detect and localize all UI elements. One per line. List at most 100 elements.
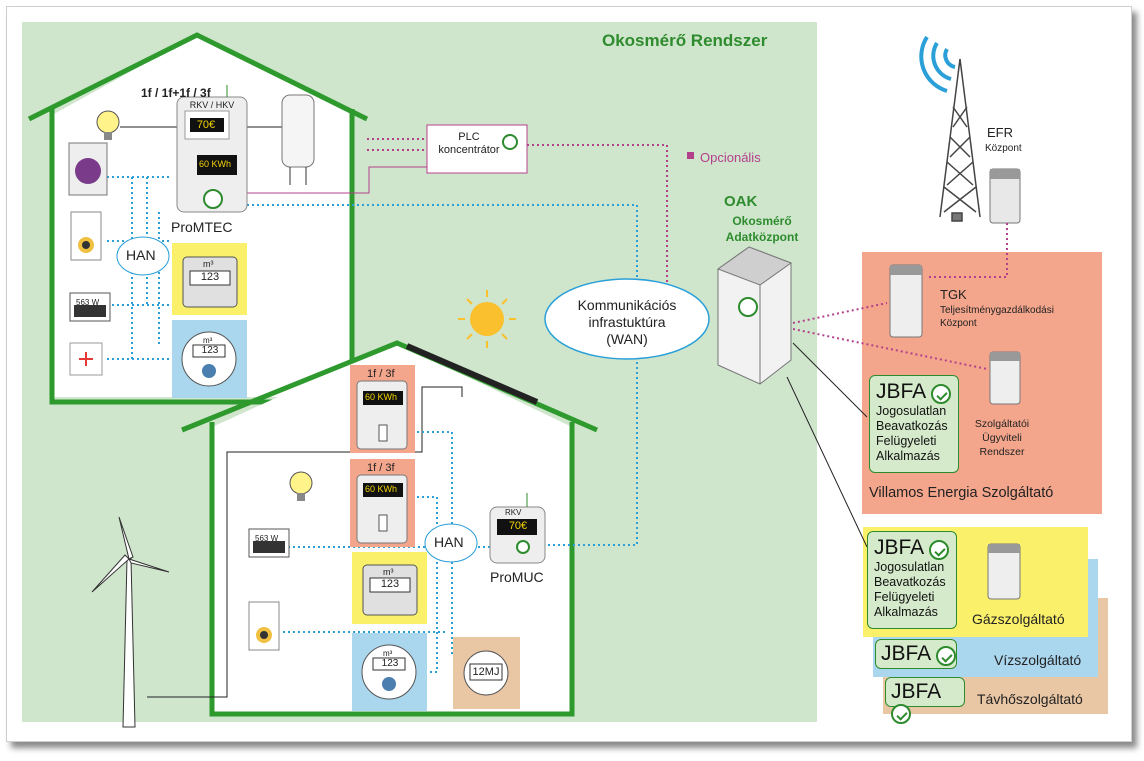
house1-meter-head: RKV / HKV	[189, 100, 235, 110]
jbfa-heat-box: JBFA	[885, 677, 965, 724]
jbfa-electric-line1: Jogosulatlan	[876, 404, 947, 418]
gas-provider-label: Gázszolgáltató	[972, 611, 1065, 627]
meter2-panel	[350, 459, 415, 547]
concentrator-logo-icon	[502, 134, 518, 150]
house2-power-display: 563 W	[255, 534, 279, 543]
oak-title: OAK	[724, 193, 758, 210]
light-bulb-icon	[96, 110, 120, 140]
house1-gas-value: 123	[200, 271, 220, 283]
house1-display2: 60 KWh	[199, 159, 232, 169]
water-meter2-icon	[352, 633, 427, 711]
house1-roof	[27, 32, 369, 122]
jbfa-gas-line1: Jogosulatlan	[874, 560, 945, 574]
radio-tower-icon	[939, 58, 981, 222]
promuc-label: ProMUC	[490, 569, 544, 585]
optional-links	[367, 138, 1008, 370]
efr-title: EFR	[987, 125, 1013, 140]
efr-server-icon	[989, 168, 1021, 224]
jbfa-heat-logo-icon	[891, 704, 911, 724]
house2-walls	[209, 422, 575, 717]
jbfa-gas-logo-icon	[928, 539, 949, 560]
promtec-label: ProMTEC	[171, 219, 233, 235]
meter2-display: 60 KWh	[365, 484, 398, 494]
tgk-server-icon	[889, 264, 923, 338]
house2-gas-unit: m³	[383, 567, 394, 577]
house1-power-display: 563 W	[76, 298, 100, 307]
socket2-icon	[248, 601, 280, 651]
wired-links	[120, 126, 868, 698]
gas-server-icon	[987, 543, 1021, 600]
heat-meter-value: 12MJ	[472, 666, 500, 678]
house1-water-value: 123	[201, 345, 219, 356]
jbfa-electric-title: JBFA	[876, 380, 927, 403]
meter1-type: 1f / 3f	[367, 368, 395, 380]
jbfa-gas-line3: Felügyeleti	[874, 590, 935, 604]
light-bulb2-icon	[289, 471, 313, 501]
wind-turbine-icon	[91, 516, 170, 728]
house1-meter-type: 1f / 1f+1f / 3f	[141, 86, 211, 100]
house2-han-label: HAN	[434, 534, 464, 550]
jbfa-heat-title: JBFA	[891, 680, 942, 703]
house1-walls	[49, 109, 355, 405]
system-title: Okosmérő Rendszer	[602, 31, 768, 50]
electric-provider-label: Villamos Energia Szolgáltató	[869, 485, 1054, 501]
house1-water-unit: m³	[203, 336, 213, 345]
gas-meter2-icon	[352, 552, 427, 624]
diagram-canvas	[22, 22, 1108, 728]
meter1-panel	[350, 365, 415, 453]
jbfa-water-box: JBFA	[875, 639, 957, 669]
optional-legend-swatch	[687, 152, 694, 159]
washing-machine-icon	[68, 142, 108, 196]
radio-wave-icon	[919, 35, 956, 93]
house1-gas-unit: m³	[203, 259, 214, 269]
jbfa-gas-line2: Beavatkozás	[874, 575, 946, 589]
power-display-icon	[69, 292, 111, 322]
szolg-server-icon	[989, 351, 1021, 405]
heat-provider-label: Távhőszolgáltató	[977, 691, 1083, 707]
meter2-type: 1f / 3f	[367, 462, 395, 474]
house1-han-label: HAN	[126, 247, 156, 263]
meter1-display: 60 KWh	[365, 392, 398, 402]
house2-gas-value: 123	[380, 578, 400, 590]
water-provider-label: Vízszolgáltató	[994, 652, 1082, 668]
jbfa-gas-line4: Alkalmazás	[874, 605, 938, 619]
plc-wire	[247, 166, 427, 194]
boiler-icon	[281, 94, 315, 185]
jbfa-water-logo-icon	[935, 645, 956, 666]
jbfa-electric-logo-icon	[930, 383, 951, 404]
jbfa-electric-line4: Alkalmazás	[876, 449, 940, 463]
promuc-head: RKV	[505, 508, 522, 517]
promuc-meter-icon	[489, 493, 546, 564]
wan-cloud-icon	[544, 278, 710, 360]
house1-display1: 70€	[196, 119, 216, 131]
sun-icon	[458, 290, 516, 348]
socket-icon	[70, 211, 102, 261]
optional-legend-label: Opcionális	[700, 150, 761, 165]
jbfa-gas-title: JBFA	[874, 536, 925, 559]
jbfa-electric-line3: Felügyeleti	[876, 434, 937, 448]
tgk-title: TGK	[940, 287, 967, 302]
house2-water-unit: m³	[383, 649, 393, 658]
water-meter-icon	[172, 320, 247, 398]
solar-panel	[405, 343, 539, 405]
house2-water-value: 123	[381, 658, 399, 669]
promuc-display: 70€	[508, 520, 528, 532]
han-cloud-icon	[116, 236, 170, 276]
gas-meter-icon	[172, 243, 247, 315]
han2-cloud-icon	[424, 523, 478, 563]
first-aid-icon	[69, 342, 103, 376]
oak-server-icon	[716, 246, 793, 385]
house1-fill	[52, 35, 352, 397]
power-display2-icon	[248, 528, 290, 558]
efr-subtitle: Központ	[985, 143, 1022, 154]
jbfa-electric-box: JBFA Jogosulatlan Beavatkozás Felügyelet…	[869, 375, 959, 473]
jbfa-electric-line2: Beavatkozás	[876, 419, 948, 433]
heat-meter-icon	[453, 637, 520, 709]
jbfa-gas-box: JBFA Jogosulatlan Beavatkozás Felügyelet…	[867, 531, 957, 629]
